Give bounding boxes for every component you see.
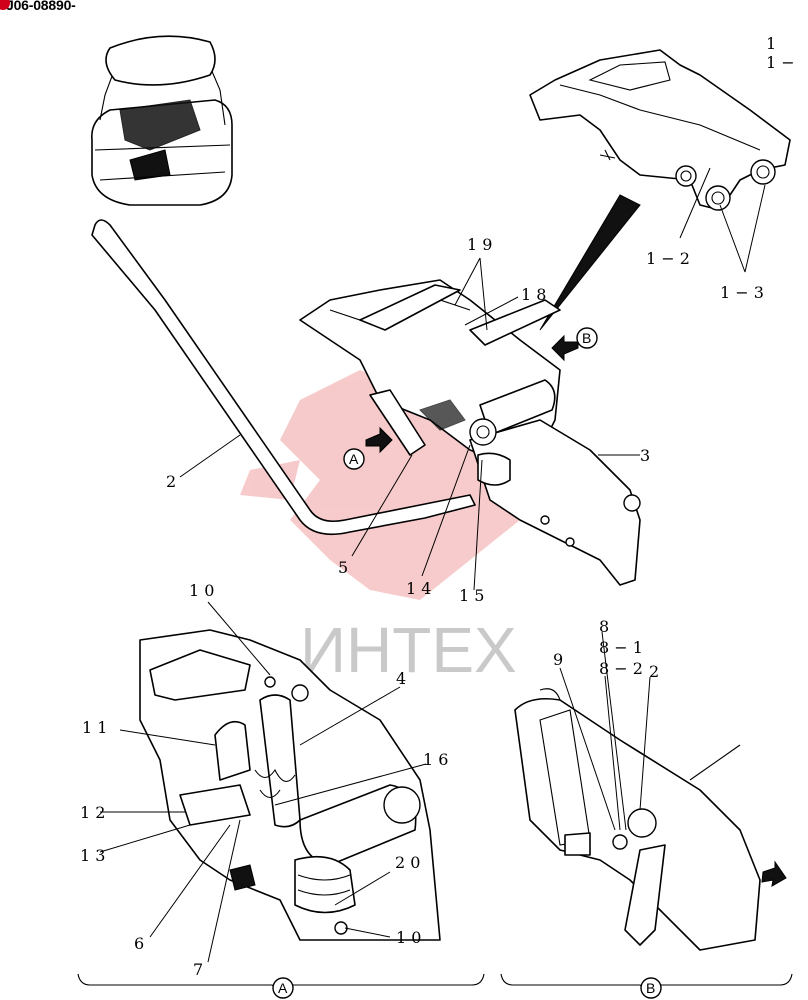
view-b-marker: B bbox=[576, 327, 598, 349]
leader-lines bbox=[99, 167, 766, 963]
callout-8: 8 bbox=[599, 617, 609, 636]
callout-7: 7 bbox=[193, 960, 203, 979]
bracket-assembly-detail bbox=[529, 49, 791, 331]
svg-text:B: B bbox=[582, 330, 591, 346]
callout-1: 1 bbox=[766, 34, 776, 53]
callout-11: 1 1 bbox=[82, 718, 107, 737]
callout-9: 9 bbox=[553, 650, 563, 669]
callout-15: 1 5 bbox=[459, 586, 484, 605]
svg-text:A: A bbox=[278, 980, 288, 996]
callout-19: 1 9 bbox=[467, 235, 492, 254]
view-a-label: A bbox=[272, 977, 294, 999]
corner-badge-icon bbox=[0, 0, 10, 10]
callout-6: 6 bbox=[134, 934, 144, 953]
svg-text:A: A bbox=[349, 451, 359, 467]
detail-b bbox=[514, 688, 787, 951]
callout-4: 4 bbox=[396, 669, 406, 688]
main-assembly bbox=[91, 219, 641, 586]
callout-20: 2 0 bbox=[395, 853, 420, 872]
callout-16: 1 6 bbox=[423, 750, 448, 769]
view-b-label: B bbox=[640, 977, 662, 999]
callout-12: 1 2 bbox=[80, 803, 105, 822]
callout-1-2: 1 − 2 bbox=[646, 249, 690, 268]
callout-2: 2 bbox=[166, 472, 176, 491]
callout-22: 2 bbox=[649, 662, 659, 681]
callout-13: 1 3 bbox=[80, 846, 105, 865]
callout-1-3: 1 − 3 bbox=[720, 283, 764, 302]
callout-3: 3 bbox=[640, 446, 650, 465]
cab-thumbnail bbox=[91, 35, 233, 206]
view-a-marker: A bbox=[343, 448, 365, 470]
callout-10-bottom: 1 0 bbox=[396, 928, 421, 947]
callout-8-2: 8 − 2 bbox=[599, 659, 643, 678]
callout-5: 5 bbox=[338, 558, 348, 577]
watermark-text: ИНТЕХ bbox=[300, 614, 517, 686]
callout-14: 1 4 bbox=[406, 579, 431, 598]
callout-18: 1 8 bbox=[521, 285, 546, 304]
callout-10-top: 1 0 bbox=[189, 581, 214, 600]
document-id: J06-08890- bbox=[6, 0, 76, 13]
callout-1-dash: 1 − bbox=[766, 53, 795, 72]
detail-a bbox=[139, 629, 441, 941]
svg-text:B: B bbox=[646, 980, 655, 996]
callout-8-1: 8 − 1 bbox=[599, 638, 643, 657]
